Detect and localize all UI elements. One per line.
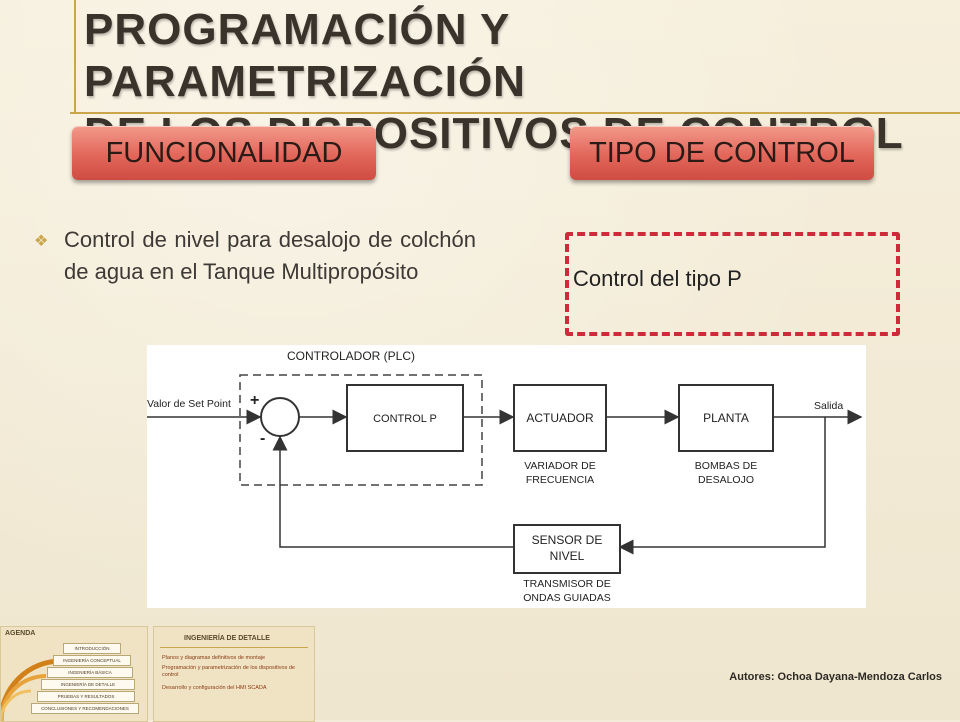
control-type-box bbox=[565, 232, 900, 336]
agenda-arc-decoration bbox=[1, 658, 61, 721]
funcionalidad-bullet: ❖ Control de nivel para desalojo de colc… bbox=[34, 224, 476, 288]
actuator-sub-1: VARIADOR DE bbox=[524, 460, 596, 472]
feedback-line-down bbox=[618, 417, 826, 555]
agenda-row-5: PRUEBAS Y RESULTADOS bbox=[37, 691, 135, 702]
sensor-block bbox=[513, 524, 621, 574]
bullet-text: Control de nivel para desalojo de colchó… bbox=[64, 227, 476, 284]
output-label: Salida bbox=[814, 400, 843, 412]
controller-group-box bbox=[239, 374, 483, 486]
controller-label: CONTROLADOR (PLC) bbox=[287, 349, 415, 363]
input-label: Valor de Set Point bbox=[147, 398, 231, 410]
minus-sign: - bbox=[260, 430, 265, 447]
bullet-diamond-icon: ❖ bbox=[34, 233, 49, 250]
detalle-thumb-title: INGENIERÍA DE DETALLE bbox=[184, 635, 270, 642]
actuator-sub-2: FRECUENCIA bbox=[526, 474, 594, 486]
detalle-thumbnail[interactable]: INGENIERÍA DE DETALLE Planos y diagramas… bbox=[153, 626, 315, 722]
sensor-sub-1: TRANSMISOR DE bbox=[523, 578, 611, 590]
title-accent-line bbox=[74, 0, 76, 112]
agenda-thumbnail[interactable]: AGENDA INTRODUCCIÓN INGENIERÍA CONCEPTUA… bbox=[0, 626, 148, 722]
actuator-label: ACTUADOR bbox=[526, 411, 594, 425]
sensor-label-1: SENSOR DE bbox=[532, 533, 603, 547]
block-diagram-svg: CONTROLADOR (PLC) Valor de Set Point + -… bbox=[147, 349, 863, 604]
agenda-thumb-title: AGENDA bbox=[5, 630, 36, 637]
plant-block bbox=[678, 384, 774, 452]
plus-sign: + bbox=[250, 392, 259, 409]
sensor-label-2: NIVEL bbox=[550, 549, 585, 563]
detalle-thumb-divider bbox=[160, 647, 308, 648]
agenda-row-2: INGENIERÍA CONCEPTUAL bbox=[53, 655, 131, 666]
plant-sub-1: BOMBAS DE bbox=[695, 460, 757, 472]
agenda-row-1: INTRODUCCIÓN bbox=[63, 643, 121, 654]
control-p-block bbox=[346, 384, 464, 452]
agenda-row-4: INGENIERÍA DE DETALLE bbox=[41, 679, 135, 690]
sensor-sub-2: ONDAS GUIADAS bbox=[523, 592, 611, 604]
actuator-block bbox=[513, 384, 607, 452]
detalle-item-1: Planos y diagramas definitivos de montaj… bbox=[162, 655, 266, 661]
authors-footer: Autores: Ochoa Dayana-Mendoza Carlos bbox=[729, 671, 942, 683]
agenda-row-3: INGENIERÍA BÁSICA bbox=[47, 667, 133, 678]
detalle-item-2: Programación y parametrización de los di… bbox=[162, 665, 295, 678]
feedback-line-return bbox=[272, 435, 514, 548]
block-diagram: CONTROLADOR (PLC) Valor de Set Point + -… bbox=[147, 345, 866, 608]
summing-junction bbox=[260, 397, 300, 437]
tipo-control-header: TIPO DE CONTROL bbox=[570, 126, 874, 180]
detalle-item-3: Desarrollo y configuración del HMI SCADA bbox=[162, 685, 267, 691]
control-p-label: CONTROL P bbox=[373, 413, 437, 425]
title-underline bbox=[70, 112, 960, 114]
title-line-1: PROGRAMACIÓN Y PARAMETRIZACIÓN bbox=[84, 5, 526, 106]
plant-sub-2: DESALOJO bbox=[698, 474, 754, 486]
control-type-text: Control del tipo P bbox=[573, 266, 742, 291]
plant-label: PLANTA bbox=[703, 411, 749, 425]
agenda-row-6: CONCLUSIONES Y RECOMENDACIONES bbox=[31, 703, 139, 714]
funcionalidad-header: FUNCIONALIDAD bbox=[72, 126, 376, 180]
